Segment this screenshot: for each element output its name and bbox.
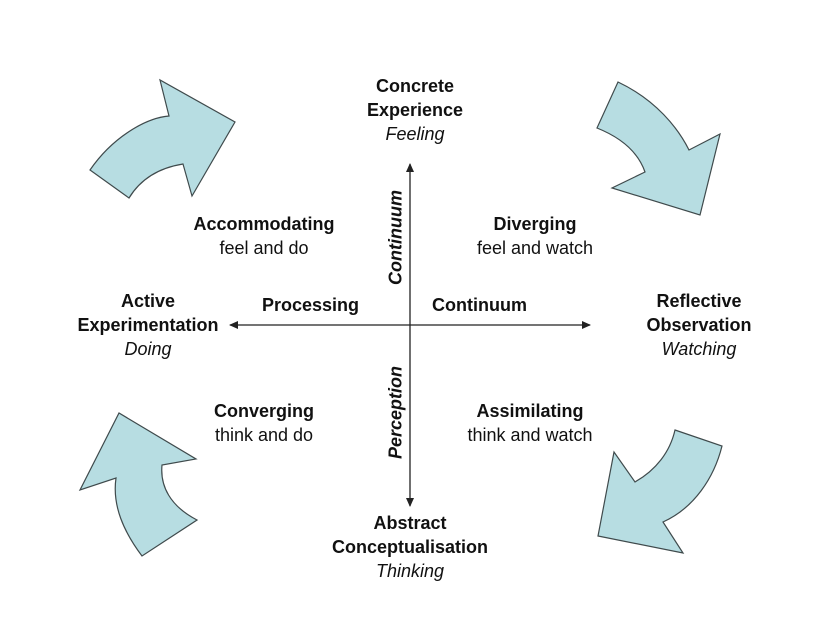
curved-arrow-bottom-left: [78, 412, 199, 557]
pole-title: Concrete: [375, 76, 455, 96]
pole-title: Conceptualisation: [331, 537, 488, 557]
pole-subtitle: Thinking: [375, 561, 445, 581]
pole-title: Experimentation: [77, 315, 219, 335]
pole-subtitle: Feeling: [385, 124, 445, 144]
pole-active-experimentation: Active Experimentation Doing: [68, 289, 228, 361]
axis-label-perception: Perception: [385, 365, 406, 460]
pole-title: Active: [120, 291, 176, 311]
axis-label-continuum-horizontal: Continuum: [432, 295, 527, 315]
curved-arrow-top-left: [89, 78, 236, 199]
learning-style: Diverging: [493, 214, 577, 234]
learning-style-desc: feel and watch: [476, 238, 594, 258]
curved-arrow-bottom-right: [597, 429, 723, 554]
pole-subtitle: Doing: [124, 339, 172, 359]
pole-abstract-conceptualisation: Abstract Conceptualisation Thinking: [310, 511, 510, 583]
learning-style: Accommodating: [193, 214, 335, 234]
learning-style-desc: think and watch: [467, 425, 593, 445]
learning-style-desc: think and do: [214, 425, 314, 445]
pole-subtitle: Watching: [661, 339, 737, 359]
learning-style: Assimilating: [476, 401, 584, 421]
pole-title: Experience: [366, 100, 464, 120]
pole-title: Observation: [646, 315, 752, 335]
pole-title: Abstract: [373, 513, 447, 533]
quadrant-converging: Converging think and do: [184, 399, 344, 447]
pole-title: Reflective: [656, 291, 742, 311]
quadrant-diverging: Diverging feel and watch: [450, 212, 620, 260]
learning-style: Converging: [213, 401, 314, 421]
quadrant-accommodating: Accommodating feel and do: [174, 212, 354, 260]
axis-label-continuum-vertical: Continuum: [385, 190, 406, 285]
pole-concrete-experience: Concrete Experience Feeling: [345, 74, 485, 146]
learning-style-desc: feel and do: [219, 238, 309, 258]
axis-label-processing: Processing: [262, 295, 360, 315]
curved-arrow-top-right: [596, 81, 721, 216]
pole-reflective-observation: Reflective Observation Watching: [624, 289, 774, 361]
quadrant-assimilating: Assimilating think and watch: [440, 399, 620, 447]
